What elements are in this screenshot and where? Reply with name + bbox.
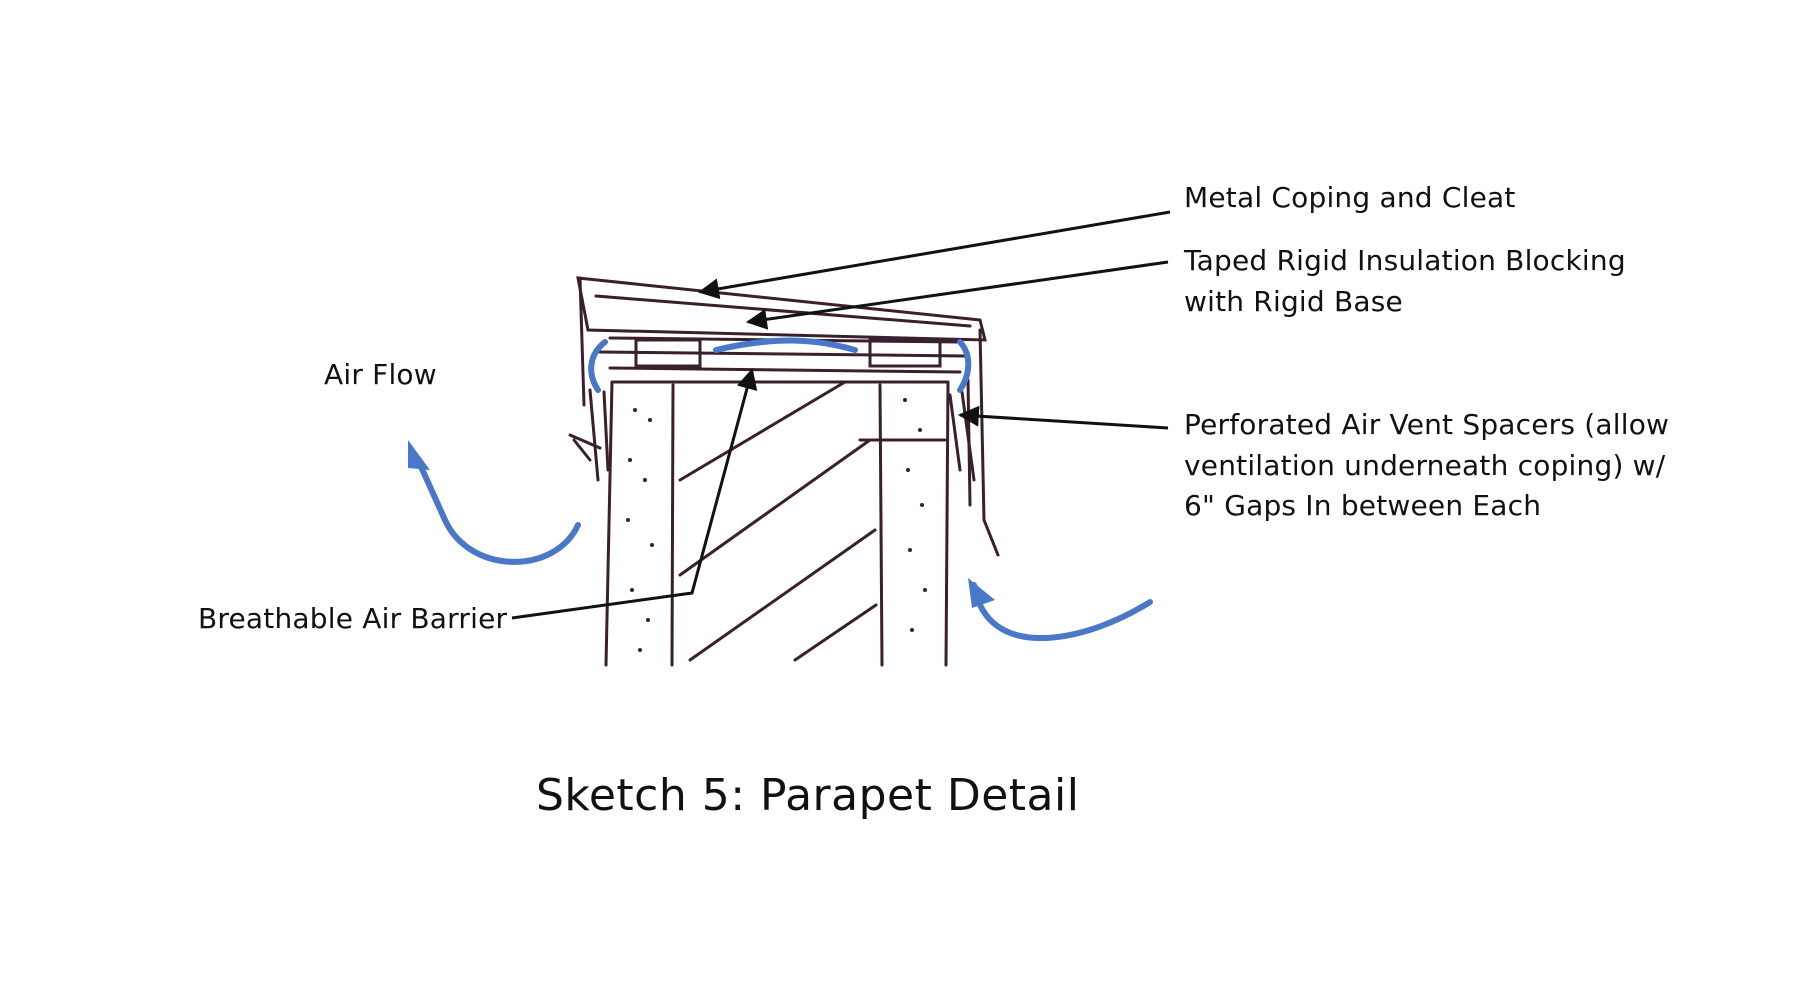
label-air-flow: Air Flow [324, 358, 437, 391]
vent-spacers [568, 388, 976, 482]
airflow-arrows [415, 337, 1153, 642]
airflow-inner-top [713, 337, 858, 353]
parapet-wall [604, 380, 950, 667]
metal-coping [572, 276, 1000, 557]
label-air-barrier: Breathable Air Barrier [198, 602, 508, 635]
leader-metal-coping [697, 210, 1171, 300]
label-metal-coping: Metal Coping and Cleat [1184, 181, 1516, 214]
label-vent-spacers-3: 6" Gaps In between Each [1184, 489, 1542, 522]
airflow-arrow-right-curve [971, 582, 1153, 642]
wall-stipple [626, 398, 927, 652]
airflow-inner-left [588, 339, 608, 393]
airflow-arrowhead-right [968, 578, 995, 608]
airflow-arrowhead-left [408, 440, 430, 470]
figure-caption: Sketch 5: Parapet Detail [536, 770, 1080, 821]
label-vent-spacers-2: ventilation underneath coping) w/ [1184, 449, 1666, 482]
label-taped-insulation-2: with Rigid Base [1184, 285, 1403, 318]
leader-air-barrier [511, 367, 758, 620]
leader-lines [511, 210, 1171, 620]
leader-taped-insulation [745, 260, 1169, 330]
label-taped-insulation-1: Taped Rigid Insulation Blocking [1184, 244, 1626, 277]
leader-vent-spacers [957, 405, 1169, 430]
label-vent-spacers-1: Perforated Air Vent Spacers (allow [1184, 408, 1670, 441]
airflow-inner-right [957, 339, 972, 393]
airflow-arrow-left-curve [415, 457, 581, 565]
